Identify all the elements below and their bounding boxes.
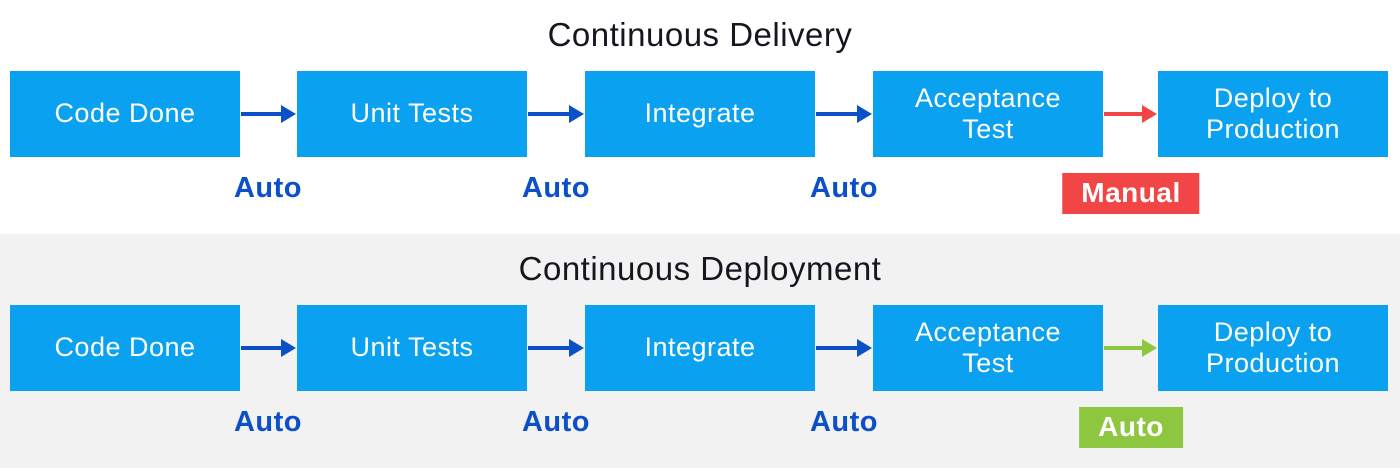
section-continuous-delivery: Continuous Delivery Code Done Unit Tests… xyxy=(10,16,1388,214)
manual-badge: Manual xyxy=(1062,173,1200,214)
flow-arrow-icon xyxy=(528,105,584,123)
flow-arrow-icon xyxy=(816,105,872,123)
arrow-shaft xyxy=(1104,112,1142,116)
arrow-shaft xyxy=(816,346,857,350)
stage-deploy-to-production: Deploy to Production xyxy=(1158,305,1388,391)
section-title-delivery: Continuous Delivery xyxy=(547,16,853,53)
auto-label: Auto xyxy=(233,172,303,204)
stage-code-done: Code Done xyxy=(10,71,240,157)
section-title-deployment: Continuous Deployment xyxy=(518,250,882,287)
section-continuous-deployment: Continuous Deployment Code Done Unit Tes… xyxy=(0,234,1400,468)
arrow-head-icon xyxy=(857,339,872,357)
arrow-shaft xyxy=(241,112,281,116)
arrow-shaft xyxy=(241,346,281,350)
auto-badge: Auto xyxy=(1079,407,1183,448)
arrow-head-icon xyxy=(1142,339,1157,357)
flow-arrow-icon xyxy=(528,339,584,357)
arrow-head-icon xyxy=(569,339,584,357)
stage-unit-tests: Unit Tests xyxy=(297,305,527,391)
auto-label: Auto xyxy=(233,406,303,438)
stage-unit-tests: Unit Tests xyxy=(297,71,527,157)
arrow-head-icon xyxy=(281,105,296,123)
arrow-shaft xyxy=(528,346,569,350)
arrow-head-icon xyxy=(1142,105,1157,123)
flow-arrow-icon xyxy=(241,339,296,357)
stage-integrate: Integrate xyxy=(585,71,815,157)
arrow-head-icon xyxy=(281,339,296,357)
flow-arrow-auto-icon xyxy=(1104,339,1157,357)
auto-label: Auto xyxy=(521,406,591,438)
stage-acceptance-test: Acceptance Test xyxy=(873,71,1103,157)
stage-acceptance-test: Acceptance Test xyxy=(873,305,1103,391)
stage-code-done: Code Done xyxy=(10,305,240,391)
arrow-head-icon xyxy=(569,105,584,123)
flow-arrow-icon xyxy=(816,339,872,357)
stage-integrate: Integrate xyxy=(585,305,815,391)
stage-deploy-to-production: Deploy to Production xyxy=(1158,71,1388,157)
auto-label: Auto xyxy=(809,172,879,204)
auto-label: Auto xyxy=(809,406,879,438)
auto-label: Auto xyxy=(521,172,591,204)
arrow-head-icon xyxy=(857,105,872,123)
arrow-shaft xyxy=(816,112,857,116)
flow-arrow-manual-icon xyxy=(1104,105,1157,123)
arrow-shaft xyxy=(528,112,569,116)
flow-arrow-icon xyxy=(241,105,296,123)
arrow-shaft xyxy=(1104,346,1142,350)
